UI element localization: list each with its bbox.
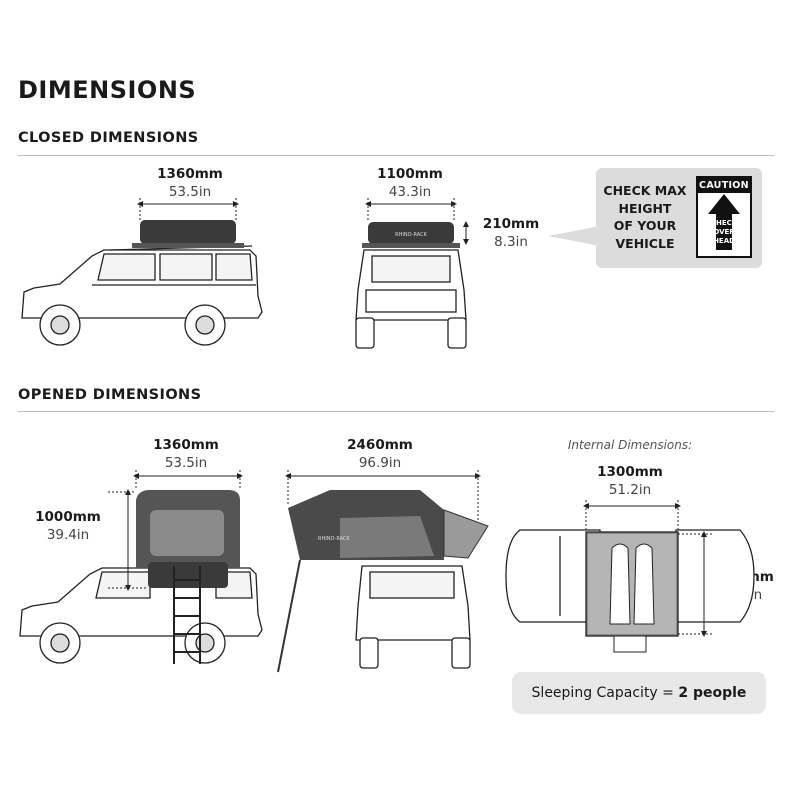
opened-length-mm: 2460mm bbox=[347, 437, 413, 453]
opened-height-mm: 1000mm bbox=[35, 509, 101, 525]
page-title: DIMENSIONS bbox=[18, 76, 197, 104]
closed-side-width-in: 53.5in bbox=[168, 184, 212, 200]
callout-pointer bbox=[548, 226, 600, 246]
opened-front-vehicle-illustration bbox=[355, 565, 471, 669]
closed-front-width-label: 1100mm 43.3in bbox=[368, 165, 452, 201]
internal-width-in: 51.2in bbox=[608, 482, 652, 498]
closed-height-in: 8.3in bbox=[494, 234, 528, 250]
callout-line-4: VEHICLE bbox=[615, 235, 675, 251]
callout-text: CHECK MAX HEIGHT OF YOUR VEHICLE bbox=[600, 182, 690, 252]
closed-front-width-arrow bbox=[365, 198, 457, 222]
opened-side-width-label: 1360mm 53.5in bbox=[144, 436, 228, 472]
closed-front-width-mm: 1100mm bbox=[377, 166, 443, 182]
brand-mark-opened: RHINO-RACK bbox=[318, 536, 350, 542]
opened-tent-length: RHINO-RACK bbox=[277, 490, 489, 673]
caution-arrow-icon: CHECK OVER HEAD bbox=[708, 194, 740, 250]
caution-line-2: OVER bbox=[713, 228, 735, 236]
opened-height-label: 1000mm 39.4in bbox=[26, 508, 110, 544]
ladder bbox=[173, 566, 201, 664]
internal-width-label: 1300mm 51.2in bbox=[588, 463, 672, 499]
opened-length-label: 2460mm 96.9in bbox=[338, 436, 422, 472]
callout-line-1: CHECK MAX bbox=[603, 183, 687, 198]
opened-height-arrow bbox=[108, 489, 148, 591]
internal-length-arrow bbox=[678, 531, 712, 637]
internal-width-arrow bbox=[583, 500, 681, 530]
closed-dimensions-heading: CLOSED DIMENSIONS bbox=[18, 130, 199, 146]
closed-tent-front: RHINO-RACK bbox=[362, 222, 460, 248]
opened-dimensions-heading: OPENED DIMENSIONS bbox=[18, 387, 202, 403]
opened-length-arrow bbox=[285, 470, 481, 520]
sleeping-capacity-badge: Sleeping Capacity = 2 people bbox=[512, 672, 766, 714]
closed-height-label: 210mm 8.3in bbox=[478, 215, 544, 251]
capacity-label: Sleeping Capacity = bbox=[531, 685, 679, 701]
top-view-vehicle-illustration bbox=[505, 529, 755, 623]
caution-line-3: HEAD bbox=[713, 237, 735, 245]
closed-height-mm: 210mm bbox=[482, 216, 540, 232]
closed-front-width-in: 43.3in bbox=[388, 184, 432, 200]
callout-line-2: HEIGHT bbox=[618, 200, 672, 216]
closed-side-width-label: 1360mm 53.5in bbox=[148, 165, 232, 201]
closed-side-vehicle-illustration bbox=[21, 245, 263, 346]
opened-side-width-in: 53.5in bbox=[164, 455, 208, 471]
brand-mark-closed: RHINO-RACK bbox=[395, 232, 427, 238]
closed-side-width-mm: 1360mm bbox=[157, 166, 223, 182]
closed-front-vehicle-illustration bbox=[355, 249, 467, 349]
opened-side-width-mm: 1360mm bbox=[153, 437, 219, 453]
opened-divider bbox=[18, 411, 774, 412]
opened-tent-side bbox=[136, 490, 240, 588]
internal-dimensions-label: Internal Dimensions: bbox=[567, 438, 693, 452]
closed-side-width-arrow bbox=[137, 198, 239, 220]
callout-line-3: OF YOUR bbox=[613, 218, 677, 233]
opened-length-in: 96.9in bbox=[358, 455, 402, 471]
opened-height-in: 39.4in bbox=[46, 527, 90, 543]
opened-side-width-arrow bbox=[133, 470, 243, 490]
capacity-value: 2 people bbox=[678, 685, 747, 701]
closed-tent-side bbox=[132, 220, 244, 248]
caution-line-1: CHECK bbox=[711, 219, 738, 227]
caution-header: CAUTION bbox=[698, 178, 750, 193]
top-view-tent-floor bbox=[585, 531, 679, 653]
closed-divider bbox=[18, 155, 774, 156]
internal-width-mm: 1300mm bbox=[597, 464, 663, 480]
